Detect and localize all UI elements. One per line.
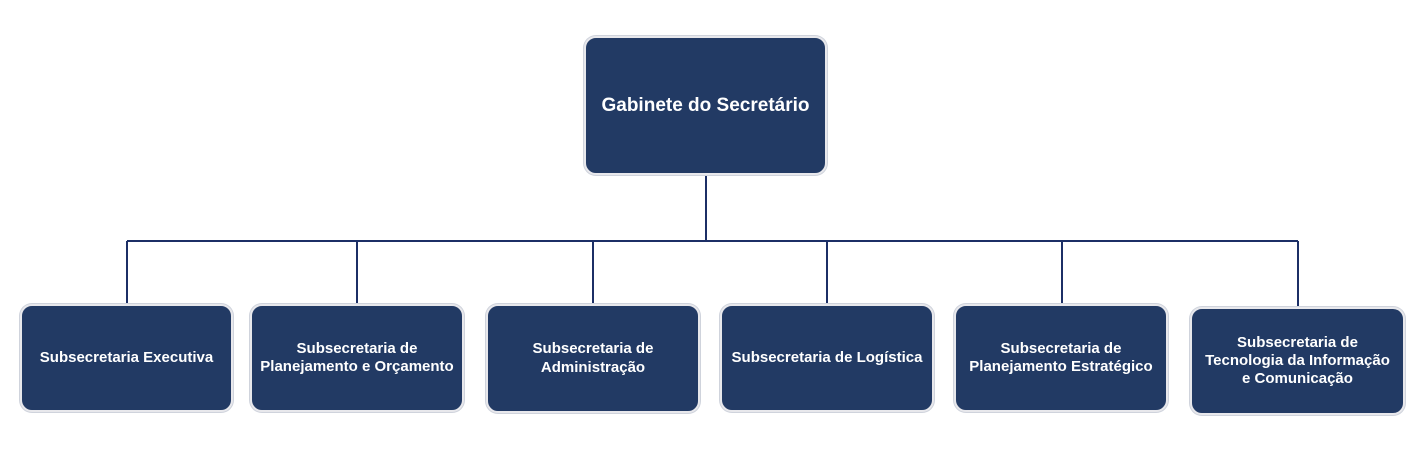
child-node-box: Subsecretaria de Planejamento e Orçament… [250, 304, 464, 412]
child-node-box: Subsecretaria Executiva [20, 304, 233, 412]
root-node-box: Gabinete do Secretário [584, 36, 827, 175]
child-node-label: Subsecretaria de Tecnologia da Informaçã… [1205, 333, 1390, 388]
child-node-box: Subsecretaria de Logística [720, 304, 934, 412]
child-node-box: Subsecretaria de Tecnologia da Informaçã… [1190, 307, 1405, 415]
child-node-label: Subsecretaria de Planejamento Estratégic… [969, 339, 1153, 375]
child-node-label: Subsecretaria de Administração [532, 340, 654, 376]
child-node-label: Subsecretaria de Planejamento e Orçament… [260, 339, 454, 375]
child-node-box: Subsecretaria de Administração [486, 304, 700, 413]
child-node-label: Subsecretaria de Logística [731, 348, 923, 366]
root-node-label: Gabinete do Secretário [601, 94, 810, 116]
child-node-box: Subsecretaria de Planejamento Estratégic… [954, 304, 1168, 412]
child-node-label: Subsecretaria Executiva [39, 348, 214, 366]
